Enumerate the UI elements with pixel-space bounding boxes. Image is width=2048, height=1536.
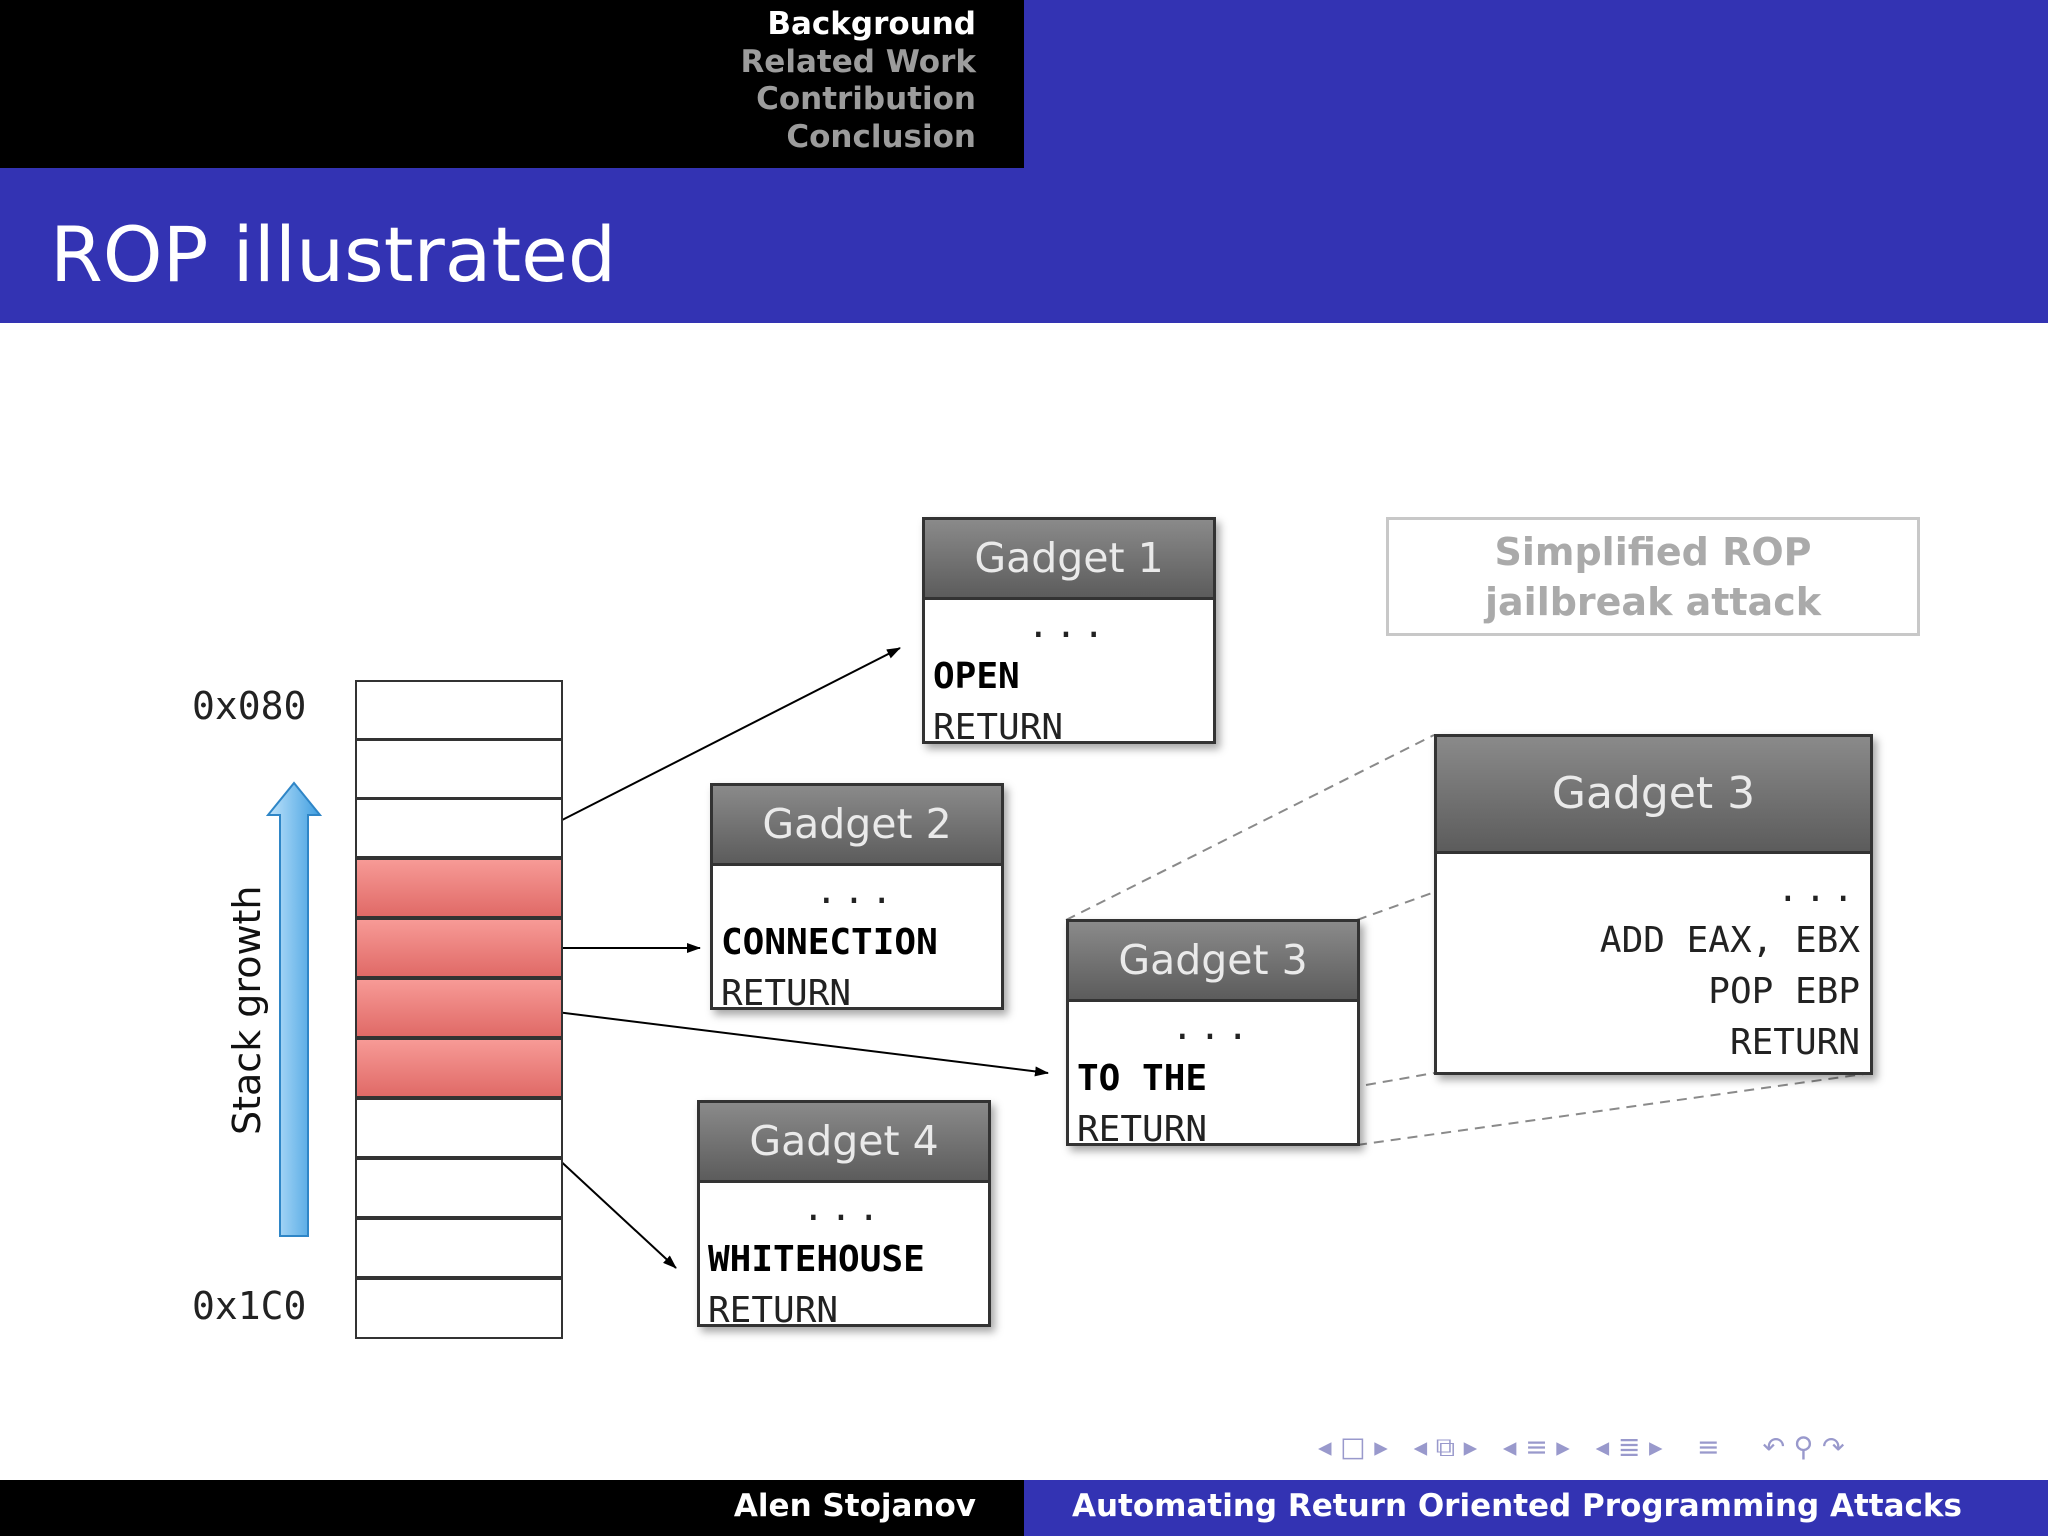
gadget-ellipsis: ... <box>815 871 899 912</box>
stack-cell <box>355 739 563 799</box>
nav-item-contribution[interactable]: Contribution <box>756 81 976 117</box>
gadget-ellipsis: ... <box>1776 869 1860 910</box>
gadget-return: RETURN <box>721 973 852 1014</box>
gadget-1: Gadget 1 ... OPEN RETURN <box>922 517 1216 748</box>
nav-appendix-icon[interactable]: ≡ <box>1696 1432 1720 1463</box>
gadget-instruction: TO THE <box>1077 1058 1208 1099</box>
nav-frame-icon[interactable]: □ <box>1340 1432 1366 1463</box>
gadget-3: Gadget 3 ... TO THE RETURN <box>1066 919 1360 1150</box>
nav-forward-icon[interactable]: ↷ <box>1822 1432 1845 1463</box>
nav-item-related-work[interactable]: Related Work <box>740 44 976 80</box>
caption-line-1: Simplified ROP <box>1494 530 1812 574</box>
gadget-ellipsis: ... <box>802 1188 886 1229</box>
caption-line-2: jailbreak attack <box>1485 580 1821 624</box>
nav-back-icon[interactable]: ↶ <box>1762 1432 1786 1463</box>
gadget-title: Gadget 2 <box>713 786 1001 866</box>
nav-document-prev-icon[interactable]: ◂ <box>1595 1432 1610 1463</box>
stack-growth-label: Stack growth <box>225 885 269 1135</box>
gadget-instruction: WHITEHOUSE <box>708 1239 925 1280</box>
stack-cell <box>355 1098 563 1158</box>
stack-top-address: 0x080 <box>192 684 307 728</box>
gadget-return: RETURN <box>1729 1022 1860 1063</box>
diagram-caption: Simplified ROP jailbreak attack <box>1386 517 1920 636</box>
nav-subsection-next-icon[interactable]: ▸ <box>1463 1432 1478 1463</box>
stack-cell <box>355 1218 563 1278</box>
stack-cell-highlighted <box>355 978 563 1038</box>
header-right-bar <box>1024 0 2048 168</box>
stack-cell <box>355 1158 563 1218</box>
gadget-title: Gadget 1 <box>925 520 1213 600</box>
title-bar <box>0 168 2048 323</box>
nav-subsection-icon[interactable]: ⧉ <box>1435 1432 1456 1463</box>
gadget-instruction: CONNECTION <box>721 922 938 963</box>
gadget-return: RETURN <box>1077 1109 1208 1150</box>
stack-cell <box>355 798 563 858</box>
slide-title: ROP illustrated <box>50 210 617 299</box>
stack-growth-arrow <box>265 781 323 1237</box>
gadget-4: Gadget 4 ... WHITEHOUSE RETURN <box>697 1100 991 1331</box>
stack-cell-highlighted <box>355 918 563 978</box>
stack-cell <box>355 680 563 740</box>
gadget-return: RETURN <box>933 707 1064 748</box>
gadget-3-zoomed: Gadget 3 ... ADD EAX, EBX POP EBP RETURN <box>1434 734 1873 1075</box>
stack-bottom-address: 0x1C0 <box>192 1284 307 1328</box>
section-nav: Background Related Work Contribution Con… <box>0 0 1024 168</box>
gadget-return: RETURN <box>708 1290 839 1331</box>
stack-cell <box>355 1278 563 1339</box>
gadget-instruction: POP EBP <box>1708 971 1860 1012</box>
beamer-navigation: ◂ □ ▸ ◂ ⧉ ▸ ◂ ≡ ▸ ◂ ≣ ▸ ≡ ↶ ⚲ ↷ <box>1318 1432 1845 1464</box>
gadget-title: Gadget 3 <box>1069 922 1357 1002</box>
gadget-ellipsis: ... <box>1027 605 1111 646</box>
stack-cell-highlighted <box>355 1038 563 1098</box>
stack-cell-highlighted <box>355 858 563 918</box>
gadget-ellipsis: ... <box>1171 1007 1255 1048</box>
nav-document-icon[interactable]: ≣ <box>1617 1432 1641 1463</box>
nav-subsection-prev-icon[interactable]: ◂ <box>1413 1432 1428 1463</box>
footer-left-bar <box>0 1480 1024 1536</box>
header-left-bar <box>0 0 1024 168</box>
gadget-instruction: ADD EAX, EBX <box>1599 920 1860 961</box>
nav-frame-prev-icon[interactable]: ◂ <box>1318 1432 1332 1463</box>
gadget-title: Gadget 4 <box>700 1103 988 1183</box>
nav-document-next-icon[interactable]: ▸ <box>1648 1432 1663 1463</box>
nav-item-background[interactable]: Background <box>767 6 976 42</box>
gadget-instruction: OPEN <box>933 656 1020 697</box>
nav-section-next-icon[interactable]: ▸ <box>1556 1432 1570 1463</box>
nav-item-conclusion[interactable]: Conclusion <box>786 119 976 155</box>
footer-right-bar <box>1024 1480 2048 1536</box>
nav-frame-next-icon[interactable]: ▸ <box>1374 1432 1388 1463</box>
nav-search-icon[interactable]: ⚲ <box>1793 1432 1814 1463</box>
gadget-2: Gadget 2 ... CONNECTION RETURN <box>710 783 1004 1014</box>
nav-section-prev-icon[interactable]: ◂ <box>1502 1432 1517 1463</box>
footer-talk-title: Automating Return Oriented Programming A… <box>1072 1488 1962 1524</box>
footer-author: Alen Stojanov <box>733 1488 976 1524</box>
nav-section-icon[interactable]: ≡ <box>1525 1432 1548 1463</box>
gadget-title: Gadget 3 <box>1437 737 1870 854</box>
